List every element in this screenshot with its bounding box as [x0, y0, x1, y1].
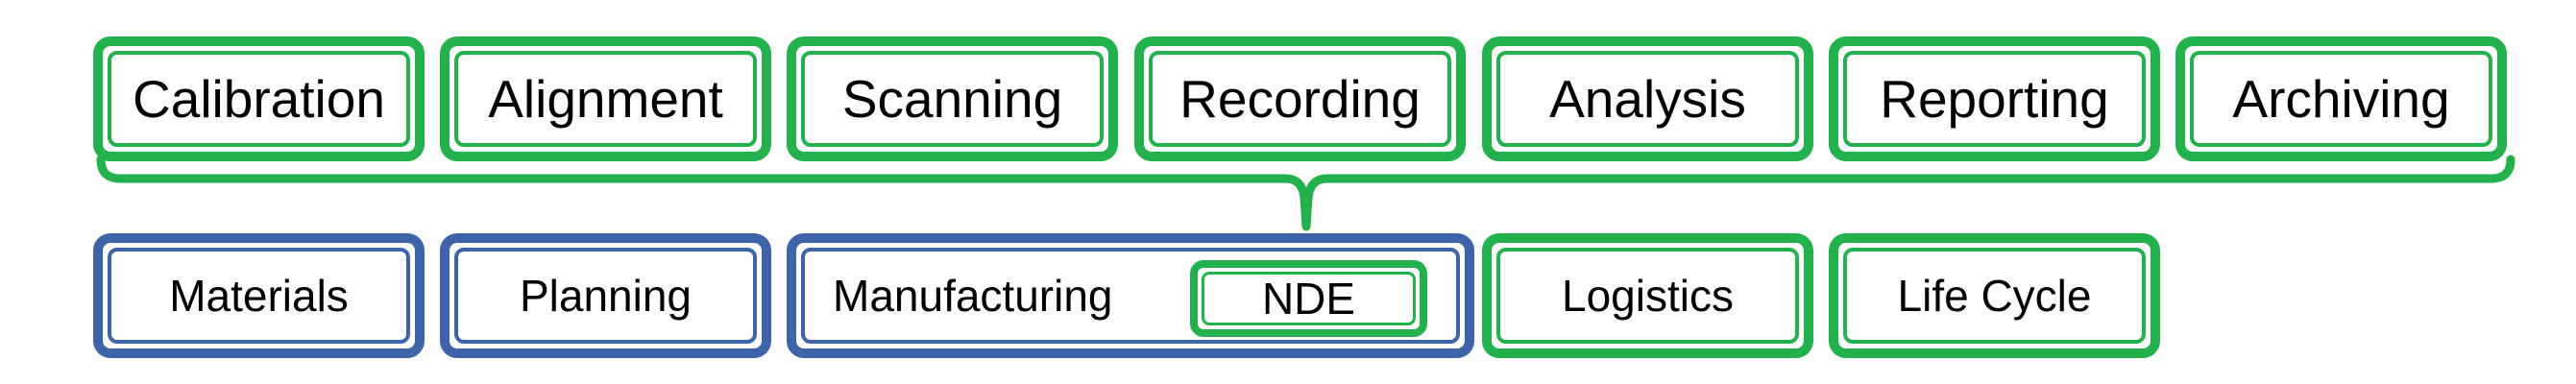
process-step-label: Archiving: [2232, 69, 2450, 129]
process-step-calibration: Calibration: [93, 36, 425, 161]
stage-nde: NDE: [1190, 260, 1427, 337]
process-step-alignment: Alignment: [440, 36, 771, 161]
process-step-label: Recording: [1179, 69, 1421, 129]
process-step-recording: Recording: [1134, 36, 1466, 161]
process-step-label: Scanning: [841, 69, 1063, 129]
stage-planning: Planning: [440, 233, 771, 358]
stage-label: Life Cycle: [1897, 271, 2092, 321]
stage-label: Materials: [169, 271, 349, 321]
process-step-analysis: Analysis: [1482, 36, 1813, 161]
process-step-scanning: Scanning: [787, 36, 1118, 161]
stage-label: Manufacturing: [833, 271, 1113, 321]
stage-materials: Materials: [93, 233, 425, 358]
stage-label: NDE: [1261, 274, 1356, 324]
process-step-reporting: Reporting: [1829, 36, 2160, 161]
stage-label: Planning: [519, 271, 693, 321]
process-step-label: Reporting: [1880, 69, 2109, 129]
grouping-brace-path: [96, 155, 2515, 231]
process-step-label: Calibration: [133, 69, 385, 129]
process-step-label: Analysis: [1549, 69, 1746, 129]
stage-manufacturing: Manufacturing NDE: [787, 233, 1474, 358]
stage-logistics: Logistics: [1482, 233, 1813, 358]
stage-label: Logistics: [1562, 271, 1734, 321]
process-step-label: Alignment: [488, 69, 723, 129]
stage-life-cycle: Life Cycle: [1829, 233, 2160, 358]
process-step-archiving: Archiving: [2175, 36, 2507, 161]
